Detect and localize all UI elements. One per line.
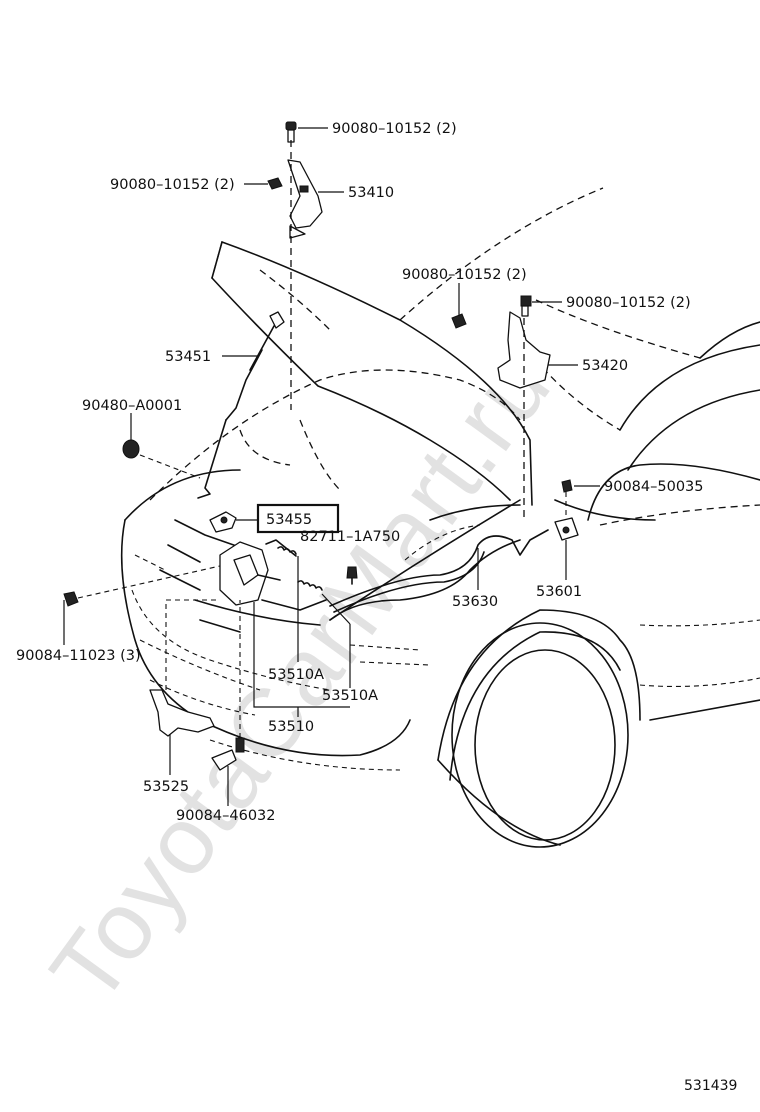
release-cable-53630 (329, 529, 549, 613)
cushion-90480 (122, 439, 201, 479)
release-lever-53601 (554, 479, 579, 541)
label-spring-1: 53510A (268, 667, 324, 683)
label-hinge-lh: 53410 (348, 185, 394, 201)
hinge-rh-53420 (451, 295, 551, 520)
label-cable: 53630 (452, 594, 498, 610)
hook-53525 (149, 599, 220, 737)
label-cushion: 90480–A0001 (82, 398, 182, 414)
hinge-lh-53410 (267, 121, 323, 410)
label-lever: 53601 (536, 584, 582, 600)
support-rod-53451 (197, 311, 285, 499)
holder-53455 (209, 511, 237, 533)
label-bolt-right-2: 90080–10152 (2) (566, 295, 691, 311)
label-spring-2: 53510A (322, 688, 378, 704)
label-lock-assy: 53510 (268, 719, 314, 735)
hood-lock-53510 (219, 539, 327, 611)
leader-lines (63, 127, 600, 806)
label-clip-50035: 90084–50035 (604, 479, 704, 495)
label-holder: 53455 (266, 512, 312, 528)
label-hook: 53525 (143, 779, 189, 795)
clip-82711 (346, 566, 358, 585)
label-clip-46032: 90084–46032 (176, 808, 276, 824)
bolt-90084-11023 (63, 565, 221, 607)
part-labels: 90080–10152 (2) 90080–10152 (2) 53410 90… (16, 121, 737, 1094)
label-bolt-top: 90080–10152 (2) (332, 121, 457, 137)
label-clip-82711: 82711–1A750 (300, 529, 400, 545)
label-bolt-left: 90080–10152 (2) (110, 177, 235, 193)
figure-number: 531439 (684, 1078, 737, 1094)
highlight-box (256, 503, 340, 534)
clip-46032 (211, 600, 245, 771)
label-bolt-lock: 90084–11023 (3) (16, 648, 141, 664)
label-support-rod: 53451 (165, 349, 211, 365)
label-hinge-rh: 53420 (582, 358, 628, 374)
label-bolt-right-1: 90080–10152 (2) (402, 267, 527, 283)
car-body (120, 187, 760, 848)
